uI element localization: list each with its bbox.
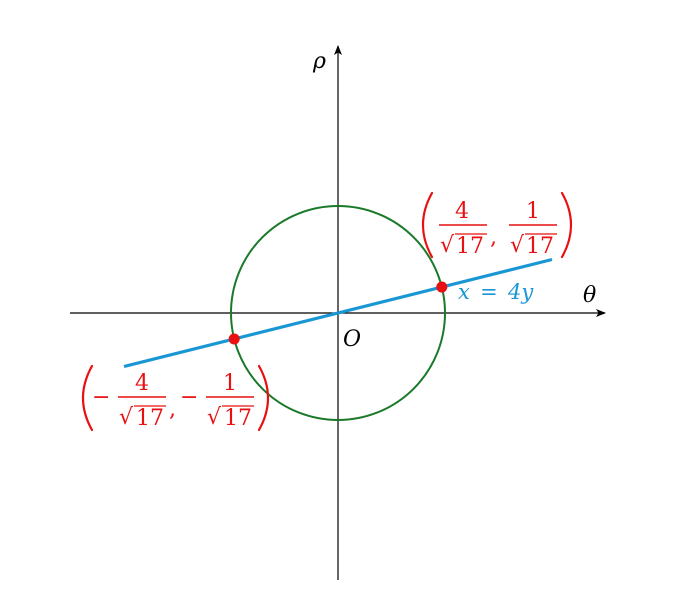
lower-comma: , bbox=[169, 397, 176, 422]
rho-axis-label: ρ bbox=[312, 49, 326, 74]
lower-y-numerator: 1 bbox=[223, 371, 237, 396]
origin-label: O bbox=[343, 327, 361, 352]
line-label-rhs: 4y bbox=[507, 280, 534, 304]
upper-y-sqrt-sign: √ bbox=[510, 233, 525, 258]
lower-right-paren bbox=[257, 364, 269, 432]
theta-axis-label: θ bbox=[583, 283, 596, 308]
upper-left-paren bbox=[422, 191, 434, 259]
lower-x-sign: − bbox=[92, 385, 110, 410]
lower-x-numerator: 4 bbox=[135, 371, 149, 396]
intersection-point-upper bbox=[436, 281, 448, 293]
lower-x-denominator: 17 bbox=[136, 406, 164, 431]
upper-x-denominator: 17 bbox=[456, 234, 484, 259]
line-label-lhs: x bbox=[458, 280, 470, 304]
intersection-label-lower: − 4 √ 17 , − 1 √ 17 bbox=[82, 364, 269, 432]
lower-y-sqrt-sign: √ bbox=[207, 405, 222, 430]
lower-y-sign: − bbox=[180, 385, 198, 410]
upper-comma: , bbox=[490, 225, 497, 250]
upper-x-numerator: 4 bbox=[455, 199, 469, 224]
line-label-equals: = bbox=[480, 280, 498, 304]
lower-x-sqrt-sign: √ bbox=[119, 405, 134, 430]
intersection-label-upper: 4 √ 17 , 1 √ 17 bbox=[422, 191, 572, 259]
upper-y-numerator: 1 bbox=[526, 199, 540, 224]
upper-right-paren bbox=[560, 191, 572, 259]
upper-x-sqrt-sign: √ bbox=[440, 233, 455, 258]
unit-circle bbox=[230, 205, 446, 421]
intersection-point-lower bbox=[228, 333, 240, 345]
upper-y-denominator: 17 bbox=[526, 234, 554, 259]
lower-y-denominator: 17 bbox=[224, 406, 252, 431]
line-x-equals-4y bbox=[123, 257, 553, 369]
line-equation-label: x = 4y bbox=[458, 280, 534, 304]
lower-left-paren bbox=[82, 364, 94, 432]
